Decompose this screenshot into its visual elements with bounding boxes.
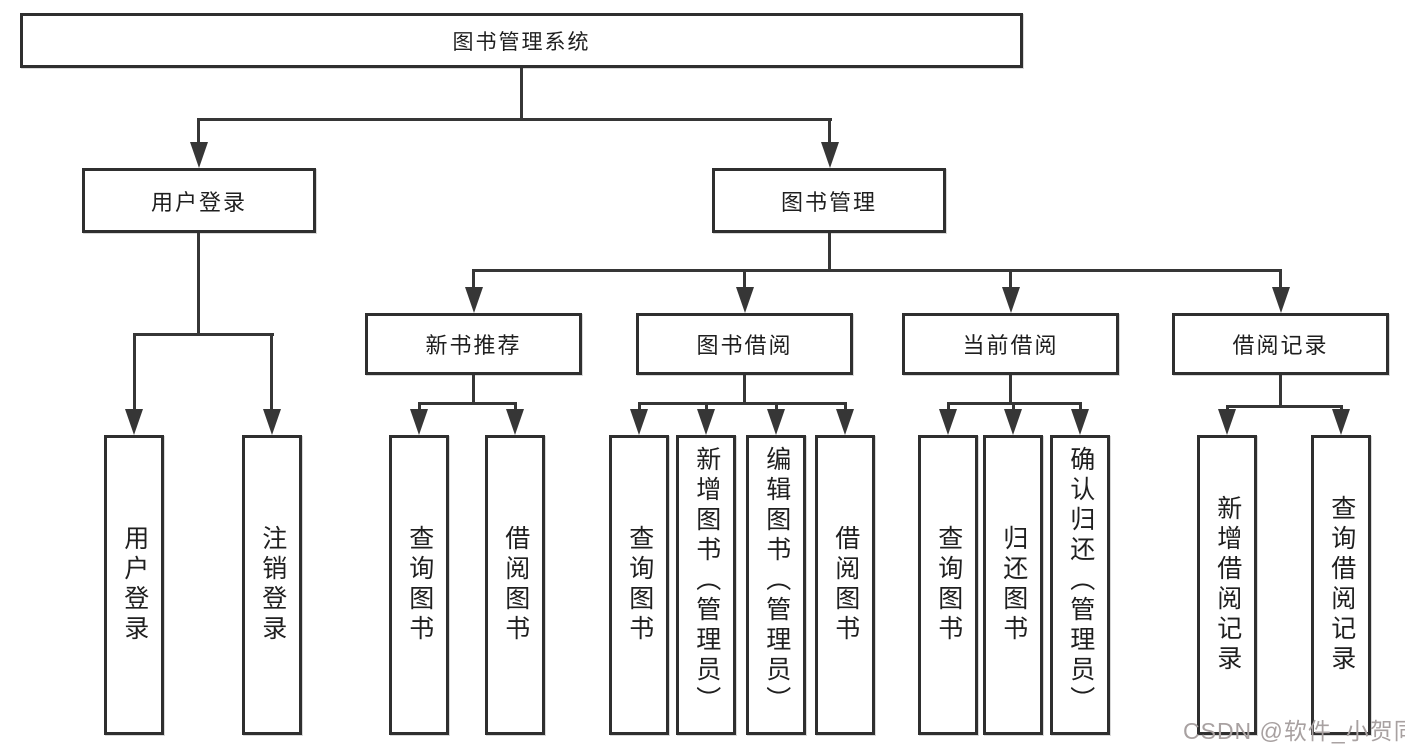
leaf-label: 归还图书 <box>999 525 1028 645</box>
node-current-borrowing: 当前借阅 <box>902 313 1119 375</box>
node-book-borrowing: 图书借阅 <box>636 313 853 375</box>
arrow-down-icon <box>506 409 524 435</box>
leaf-label: 借阅图书 <box>831 525 860 645</box>
leaf-label: 确认归还（管理员） <box>1066 446 1095 716</box>
connector-vline <box>1226 405 1229 412</box>
node-borrowing-records: 借阅记录 <box>1172 313 1389 375</box>
connector-vline <box>947 402 950 412</box>
arrow-down-icon <box>1002 287 1020 313</box>
arrow-down-icon <box>1218 409 1236 435</box>
arrow-down-icon <box>410 409 428 435</box>
connector-vline <box>472 269 475 289</box>
connector-hline <box>1226 405 1343 408</box>
node-label: 图书借阅 <box>696 333 793 358</box>
connector-vline <box>133 333 136 412</box>
arrow-down-icon <box>1071 409 1089 435</box>
connector-vline <box>1009 375 1012 405</box>
leaf-return-books: 归还图书 <box>983 435 1043 735</box>
leaf-label: 新增借阅记录 <box>1213 495 1242 675</box>
arrow-down-icon <box>736 287 754 313</box>
leaf-label: 用户登录 <box>120 525 149 645</box>
connector-vline <box>828 233 831 272</box>
connector-vline <box>1279 375 1282 408</box>
connector-vline <box>520 68 523 121</box>
leaf-add-books-admin: 新增图书（管理员） <box>676 435 736 735</box>
leaf-user-login: 用户登录 <box>104 435 164 735</box>
connector-vline <box>705 402 708 412</box>
connector-vline <box>270 333 273 412</box>
arrow-down-icon <box>1272 287 1290 313</box>
node-label: 当前借阅 <box>962 333 1059 358</box>
connector-hline <box>638 402 847 405</box>
arrow-down-icon <box>836 409 854 435</box>
connector-hline <box>133 333 274 336</box>
node-label: 新书推荐 <box>425 333 522 358</box>
leaf-logout: 注销登录 <box>242 435 302 735</box>
connector-vline <box>844 402 847 412</box>
connector-vline <box>472 375 475 405</box>
leaf-query-borrow-record: 查询借阅记录 <box>1311 435 1371 735</box>
leaf-query-books-recommend: 查询图书 <box>389 435 449 735</box>
connector-hline <box>418 402 517 405</box>
node-label: 用户登录 <box>150 189 247 215</box>
connector-vline <box>638 402 641 412</box>
connector-vline <box>1009 269 1012 289</box>
arrow-down-icon <box>767 409 785 435</box>
node-label: 借阅记录 <box>1232 333 1329 358</box>
connector-hline <box>197 118 832 121</box>
connector-vline <box>828 118 831 146</box>
leaf-label: 编辑图书（管理员） <box>762 446 791 716</box>
leaf-label: 查询图书 <box>405 525 434 645</box>
leaf-confirm-return-admin: 确认归还（管理员） <box>1050 435 1110 735</box>
connector-vline <box>1079 402 1082 412</box>
arrow-down-icon <box>465 287 483 313</box>
arrow-down-icon <box>125 409 143 435</box>
node-library-management-system: 图书管理系统 <box>20 13 1023 68</box>
arrow-down-icon <box>821 142 839 168</box>
connector-vline <box>418 402 421 412</box>
node-label: 图书管理系统 <box>452 30 591 54</box>
leaf-query-books-borrowing: 查询图书 <box>609 435 669 735</box>
arrow-down-icon <box>1332 409 1350 435</box>
arrow-down-icon <box>1004 409 1022 435</box>
arrow-down-icon <box>263 409 281 435</box>
connector-vline <box>1012 402 1015 412</box>
connector-vline <box>743 269 746 289</box>
leaf-label: 注销登录 <box>258 525 287 645</box>
leaf-label: 查询图书 <box>934 525 963 645</box>
arrow-down-icon <box>630 409 648 435</box>
connector-vline <box>1279 269 1282 289</box>
leaf-add-borrow-record: 新增借阅记录 <box>1197 435 1257 735</box>
connector-vline <box>197 233 200 336</box>
arrow-down-icon <box>190 142 208 168</box>
leaf-label: 借阅图书 <box>501 525 530 645</box>
connector-vline <box>775 402 778 412</box>
node-book-management: 图书管理 <box>712 168 946 233</box>
node-user-login: 用户登录 <box>82 168 316 233</box>
leaf-edit-books-admin: 编辑图书（管理员） <box>746 435 806 735</box>
connector-vline <box>514 402 517 412</box>
leaf-borrow-books-recommend: 借阅图书 <box>485 435 545 735</box>
leaf-borrow-books-borrowing: 借阅图书 <box>815 435 875 735</box>
csdn-watermark: CSDN @软件_小贺同学 <box>1183 718 1405 744</box>
node-label: 图书管理 <box>780 189 877 215</box>
arrow-down-icon <box>697 409 715 435</box>
arrow-down-icon <box>939 409 957 435</box>
node-new-book-recommendation: 新书推荐 <box>365 313 582 375</box>
leaf-label: 查询借阅记录 <box>1327 495 1356 675</box>
connector-hline <box>472 269 1282 272</box>
connector-vline <box>1340 405 1343 412</box>
connector-vline <box>743 375 746 405</box>
leaf-query-books-current: 查询图书 <box>918 435 978 735</box>
leaf-label: 新增图书（管理员） <box>692 446 721 716</box>
leaf-label: 查询图书 <box>625 525 654 645</box>
connector-vline <box>197 118 200 146</box>
